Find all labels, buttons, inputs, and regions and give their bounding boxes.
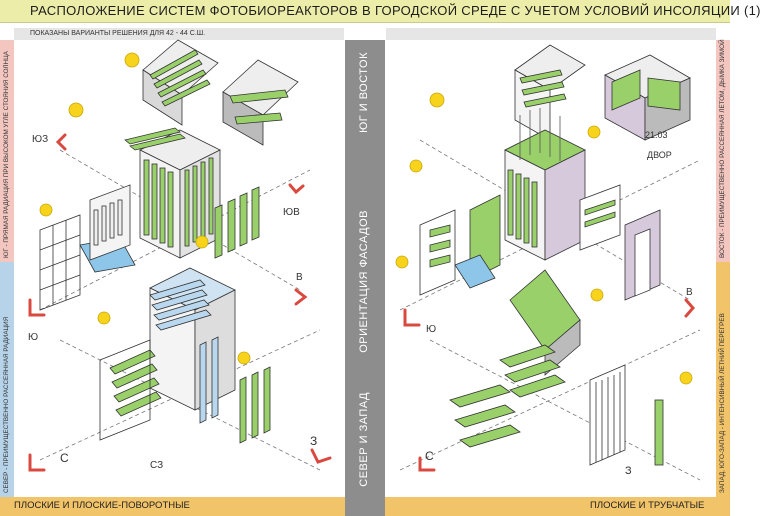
- right-band-east: ВОСТОК - ПРЕИМУЩЕСТВЕННО РАССЕЯННАЯ ЛЕТО…: [716, 39, 730, 262]
- compass-label-v-right: В: [686, 287, 693, 298]
- sketch-dvor: ДВОР: [647, 150, 672, 160]
- compass-label-v-left: В: [296, 272, 303, 283]
- subtitle-bar-right: [386, 28, 716, 40]
- compass-label-yu-right: Ю: [426, 324, 436, 335]
- compass-label-z-right: З: [625, 465, 632, 477]
- compass-label-s-right: С: [425, 449, 434, 463]
- sun-icon: [587, 125, 601, 139]
- sketch-layer: ЮЗ ЮВ В Ю С СЗ З 21.03 ДВОР Ю В С З: [28, 39, 701, 481]
- compass-label-sz: СЗ: [150, 460, 163, 471]
- sun-icon: [195, 235, 209, 249]
- compass-label-z-left: З: [310, 434, 317, 448]
- sun-icon: [124, 52, 140, 68]
- left-band-south: ЮГ - ПРЯМАЯ РАДИАЦИЯ ПРИ ВЫСОКОМ УГЛЕ СТ…: [0, 40, 14, 262]
- footer-right-bar: [385, 497, 730, 516]
- sun-icon: [395, 255, 409, 269]
- page-title: РАСПОЛОЖЕНИЕ СИСТЕМ ФОТОБИОРЕАКТОРОВ В Г…: [30, 3, 761, 18]
- center-strip: ЮГ И ВОСТОК ОРИЕНТАЦИЯ ФАСАДОВ СЕВЕР И З…: [345, 40, 385, 516]
- compass-label-yuv: ЮВ: [283, 207, 300, 218]
- compass-label-s-left: С: [60, 451, 69, 465]
- sketch-date: 21.03: [645, 130, 668, 140]
- sun-icon: [97, 311, 111, 325]
- sun-icon: [237, 351, 251, 365]
- sun-icon: [68, 102, 84, 118]
- right-band-west: ЗАПАД, ЮГО-ЗАПАД - ИНТЕНСИВНЫЙ ЛЕТНИЙ ПЕ…: [716, 262, 730, 497]
- sun-icon: [679, 371, 693, 385]
- header-bar: [0, 0, 730, 23]
- sun-icon: [429, 92, 445, 108]
- left-band-north: СЕВЕР - ПРЕИМУЩЕСТВЕННО РАССЕЯННАЯ РАДИА…: [0, 262, 14, 497]
- sun-icon: [409, 159, 423, 173]
- sun-icon: [590, 288, 604, 302]
- compass-label-yu-left: Ю: [28, 332, 38, 343]
- footer-right-label: ПЛОСКИЕ И ТРУБЧАТЫЕ: [590, 500, 705, 511]
- sun-icon: [39, 203, 53, 217]
- footer-left-label: ПЛОСКИЕ И ПЛОСКИЕ-ПОВОРОТНЫЕ: [14, 500, 190, 511]
- footer-left-bar: [0, 497, 345, 516]
- subtitle: ПОКАЗАНЫ ВАРИАНТЫ РЕШЕНИЯ ДЛЯ 42 - 44 С.…: [30, 30, 206, 37]
- subtitle-bar: [14, 28, 344, 40]
- compass-label-yuz: ЮЗ: [32, 134, 48, 145]
